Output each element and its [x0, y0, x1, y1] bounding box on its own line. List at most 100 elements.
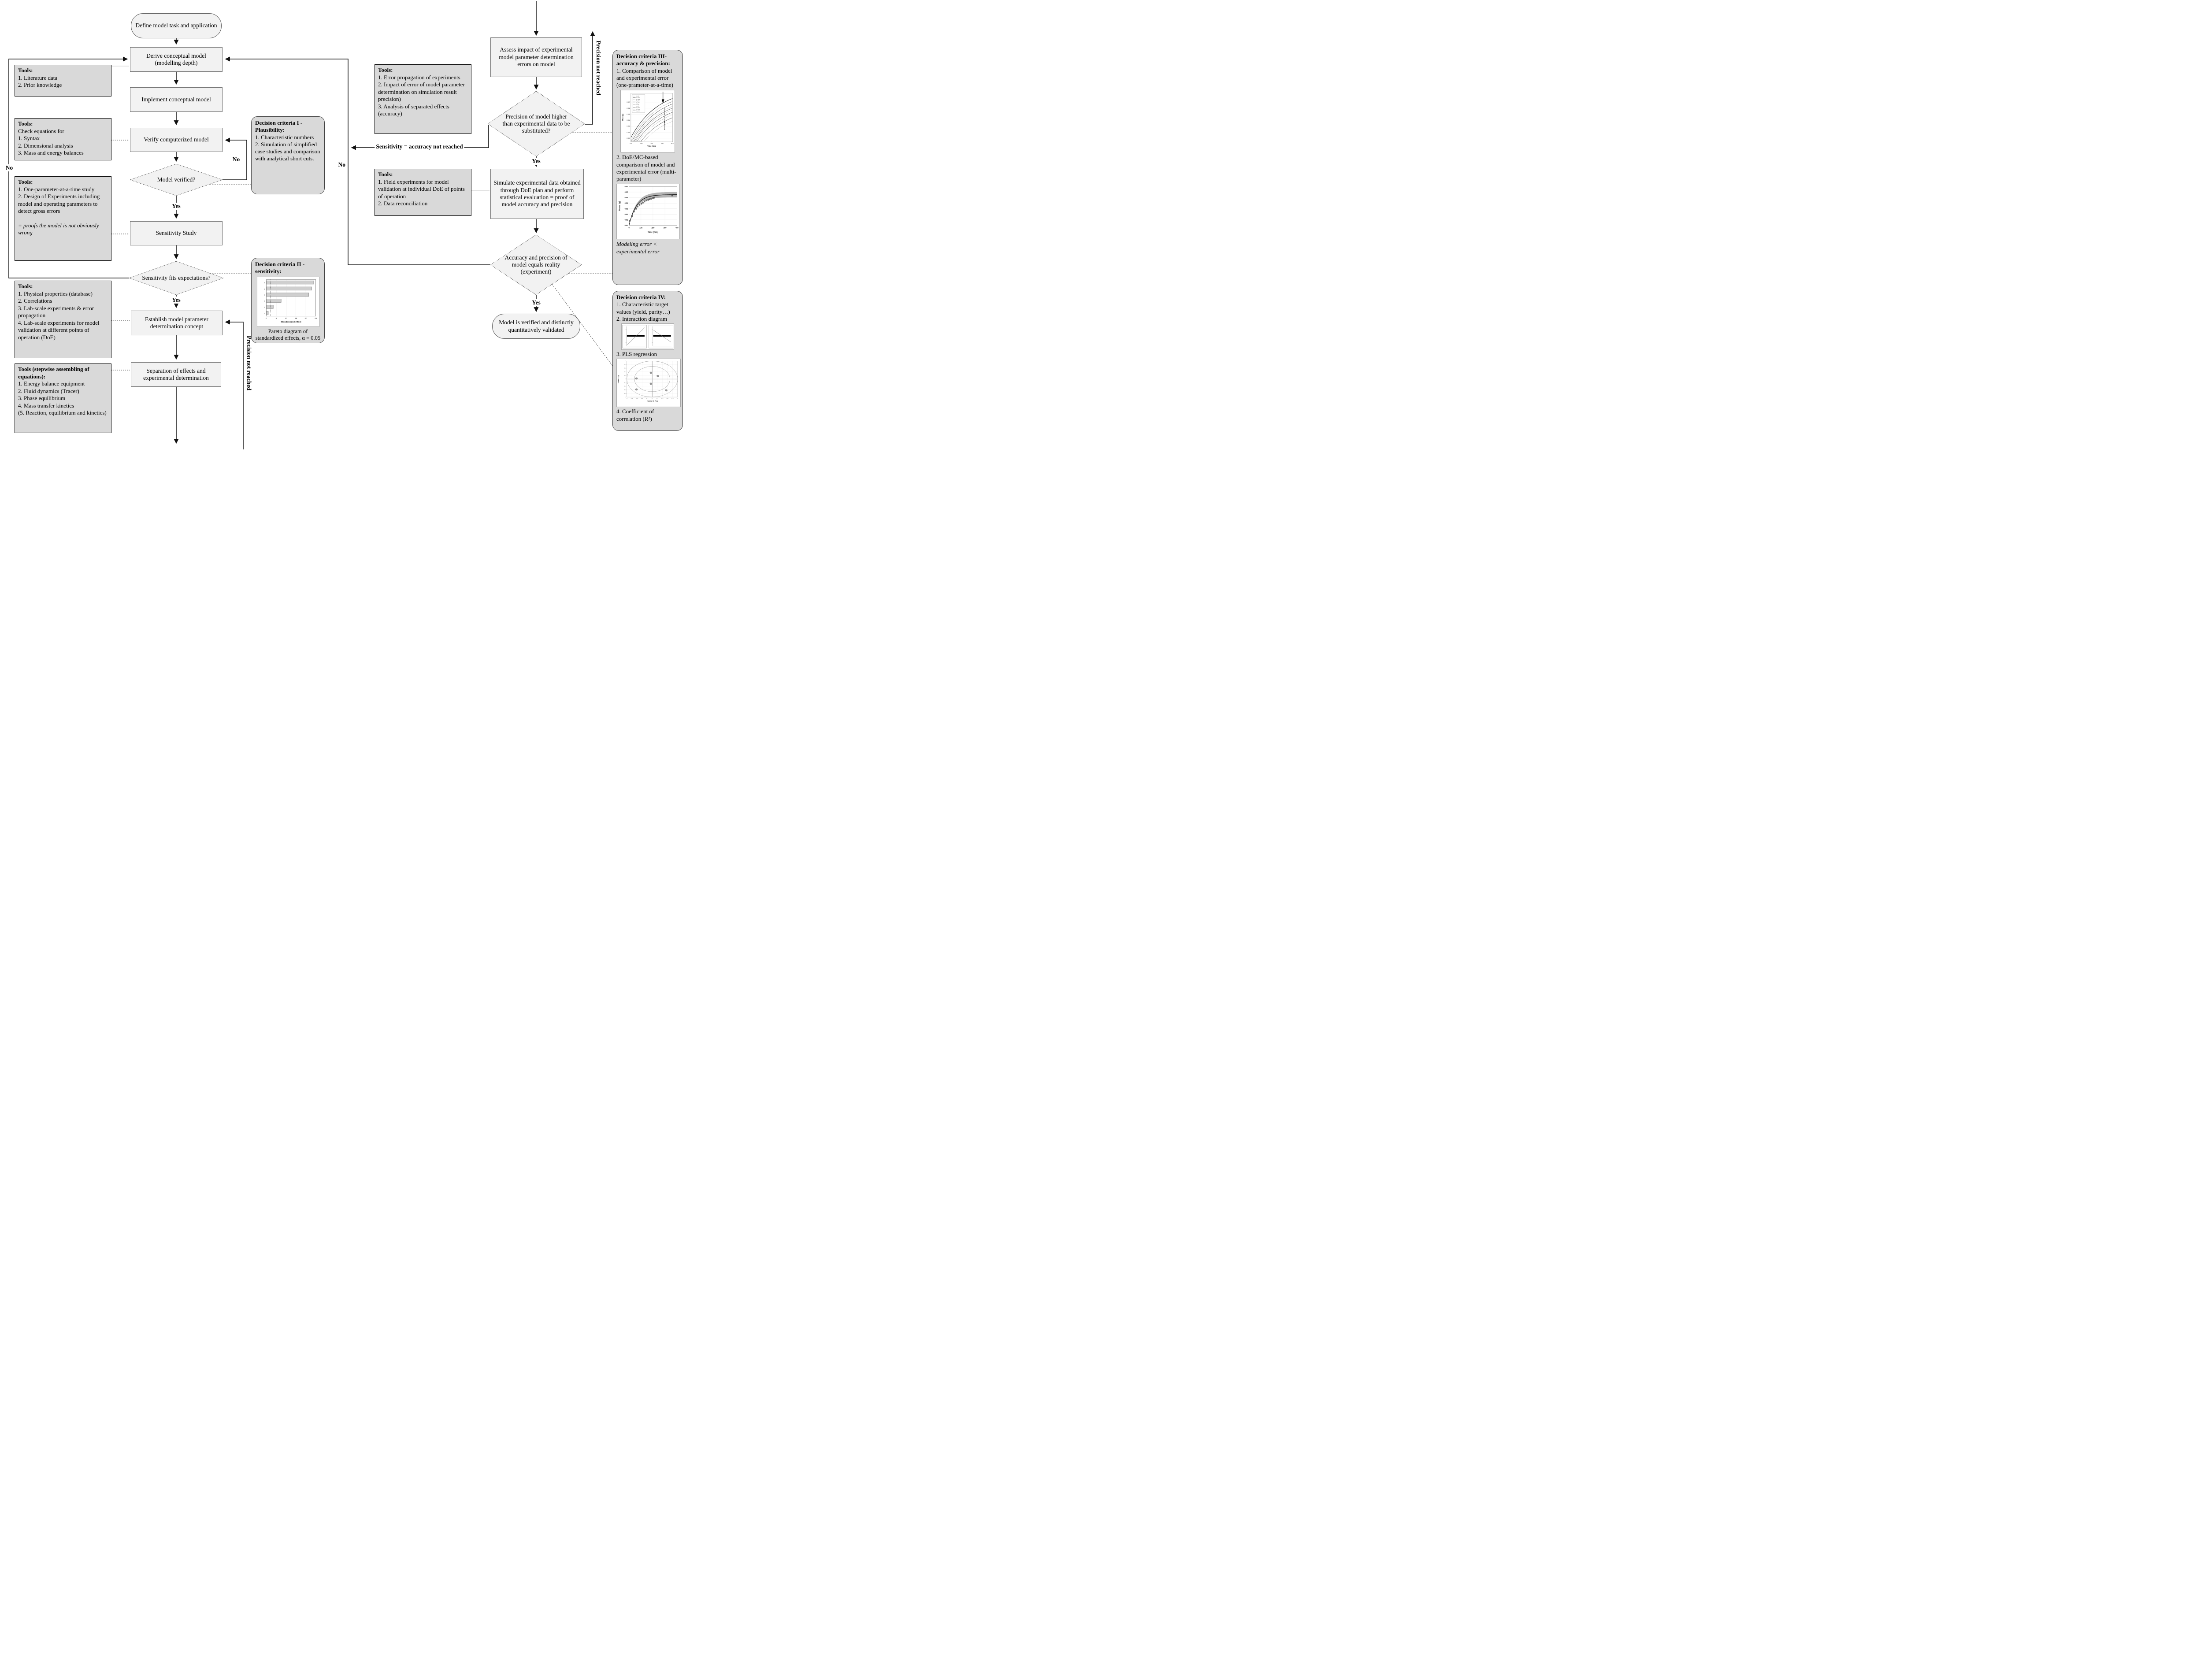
list-item: 1. Syntax	[18, 135, 40, 141]
list-item: 4. Mass transfer kinetics	[18, 402, 74, 409]
svg-text:0.06: 0.06	[625, 191, 628, 193]
svg-text:Factor-1 (%): Factor-1 (%)	[647, 400, 658, 402]
diamond-model-verified-label: Model verified?	[157, 176, 196, 183]
svg-text:0: 0	[266, 317, 267, 319]
list-item: (5. Reaction, equilibrium and kinetics)	[18, 409, 107, 416]
svg-text:Standardized effect: Standardized effect	[281, 321, 301, 323]
svg-text:25: 25	[314, 317, 317, 319]
tools-box-parameters: Tools: 1. Physical properties (database)…	[15, 281, 111, 358]
list-item: 2. Fluid dynamics (Tracer)	[18, 387, 79, 394]
svg-text:-0.8: -0.8	[631, 398, 634, 400]
svg-text:0: 0	[626, 378, 627, 380]
tools-box-error-propagation: Tools: 1. Error propagation of experimen…	[375, 64, 471, 134]
list-item: 3. Mass and energy balances	[18, 149, 84, 156]
tools-title: Tools:	[378, 67, 393, 73]
diamond-shape	[130, 164, 223, 196]
svg-text:250: 250	[640, 142, 643, 144]
svg-text:Time (min): Time (min)	[647, 145, 656, 147]
criteria-note: Modeling error < experimental error	[616, 241, 660, 255]
svg-text:0.07: 0.07	[625, 185, 628, 188]
svg-text:0.4: 0.4	[661, 398, 664, 400]
svg-text:300: 300	[650, 142, 653, 144]
svg-text:q_max: q_max	[636, 107, 640, 108]
svg-text:0.2: 0.2	[624, 375, 627, 376]
svg-text:100: 100	[639, 227, 642, 229]
svg-text:B: B	[263, 288, 265, 290]
list-item: 2. Impact of error of model parameter de…	[378, 81, 465, 102]
label-sensitivity-accuracy-not-reached: Sensitivity = accuracy not reached	[375, 143, 464, 150]
svg-text:200: 200	[630, 142, 632, 144]
svg-text:1: 1	[677, 398, 678, 400]
svg-text:400: 400	[675, 227, 679, 229]
svg-text:0.355: 0.355	[627, 114, 630, 115]
list-item: 2. Simulation of simplified case studies…	[255, 141, 320, 162]
svg-text:-1: -1	[626, 398, 627, 400]
svg-text:0.8: 0.8	[671, 398, 674, 400]
label-no-model-verified: No	[231, 156, 241, 163]
spacer	[18, 215, 108, 222]
node-define-task-label: Define model task and application	[135, 22, 217, 29]
svg-text:0.05: 0.05	[625, 197, 628, 199]
diamond-model-verified: Model verified?	[130, 164, 223, 196]
flowchart-canvas: Define model task and application Derive…	[0, 0, 686, 449]
svg-text:Factor-2 (%): Factor-2 (%)	[618, 375, 619, 383]
label-yes-sensitivity-fits: Yes	[171, 297, 182, 304]
diamond-precision-higher: Precision of model higher than experimen…	[488, 91, 585, 156]
node-separation-effects: Separation of effects and experimental d…	[131, 362, 221, 387]
criteria-title: Decision criteria III- accuracy & precis…	[616, 53, 670, 67]
tools-title: Tools:	[378, 171, 393, 178]
svg-text:h_min: h_min	[636, 104, 640, 105]
svg-text:0.353: 0.353	[627, 126, 630, 127]
node-implement-label: Implement conceptual model	[141, 96, 211, 103]
list-item: 4. Lab-scale experiments for model valid…	[18, 319, 100, 341]
svg-text:0: 0	[652, 398, 653, 400]
svg-text:-1: -1	[625, 397, 627, 398]
label-no-accuracy-equals: No	[337, 161, 347, 168]
svg-text:0.6: 0.6	[624, 367, 627, 369]
svg-text:-0.2: -0.2	[646, 398, 649, 400]
svg-text:-0.2: -0.2	[624, 382, 627, 384]
svg-text:d_max: d_max	[636, 97, 640, 99]
list-item: 3. Phase equilibrium	[18, 395, 66, 401]
node-sensitivity-study: Sensitivity Study	[130, 221, 223, 245]
svg-text:Mass (g): Mass (g)	[622, 114, 623, 121]
list-item: 3. Analysis of separated effects (accura…	[378, 103, 449, 117]
node-define-task: Define model task and application	[131, 13, 222, 38]
tools-box-stepwise: Tools (stepwise assembling of equations)…	[15, 363, 111, 433]
tools-title: Tools:	[18, 178, 33, 185]
tools-box-field-experiments: Tools: 1. Field experiments for model va…	[375, 169, 471, 216]
svg-text:K_min: K_min	[636, 100, 640, 102]
list-item: 1. Error propagation of experiments	[378, 74, 460, 81]
list-item: 2. Data reconciliation	[378, 200, 428, 207]
svg-text:D: D	[263, 300, 265, 302]
tools-title: Tools:	[18, 67, 33, 74]
criteria-item: 1. Characteristic target values (yield, …	[616, 301, 670, 315]
node-model-validated: Model is verified and distinctly quantit…	[492, 314, 580, 339]
node-sensitivity-label: Sensitivity Study	[156, 230, 197, 237]
tools-title: Tools (stepwise assembling of equations)…	[18, 366, 89, 380]
svg-text:0.8: 0.8	[624, 364, 627, 366]
svg-text:-0.6: -0.6	[624, 389, 627, 391]
svg-text:400: 400	[671, 142, 674, 144]
svg-text:0.02: 0.02	[625, 213, 628, 215]
list-item: 1. One-parameter-at-a-time study	[18, 185, 95, 193]
node-derive-conceptual: Derive conceptual model (modelling depth…	[130, 47, 223, 72]
tools-title: Tools:	[18, 120, 33, 127]
list-item: 1. Energy balance equipment	[18, 380, 85, 387]
svg-text:0: 0	[628, 227, 630, 229]
list-item: 2. Prior knowledge	[18, 82, 62, 88]
list-item: 1. Literature data	[18, 74, 58, 81]
criteria-box-4: Decision criteria IV: 1. Characteristic …	[612, 291, 683, 431]
node-verify-model: Verify computerized model	[130, 128, 223, 152]
svg-text:A: A	[263, 282, 265, 284]
node-assess-label: Assess impact of experimental model para…	[499, 46, 574, 68]
criteria-item: 1. Comparison of model and experimental …	[616, 67, 673, 89]
